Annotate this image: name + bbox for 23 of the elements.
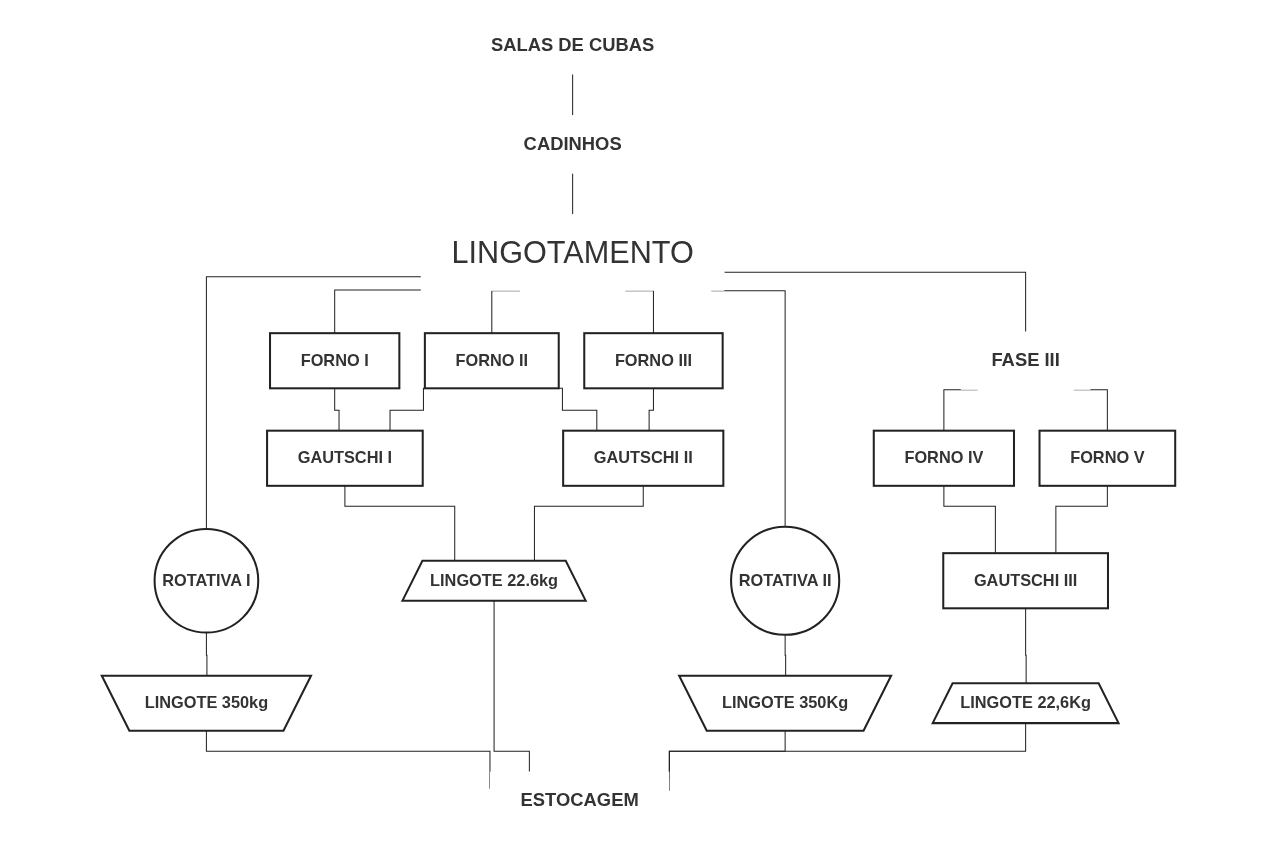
connector <box>943 485 996 554</box>
node-box: FORNO III <box>583 332 724 390</box>
node-box: GAUTSCHI II <box>562 429 725 487</box>
node-text: CADINHOS <box>523 133 622 154</box>
node-circle: ROTATIVA II <box>730 525 841 636</box>
connector <box>334 289 422 334</box>
node-box: FORNO I <box>269 332 401 390</box>
connector <box>493 600 530 773</box>
node-box: FORNO IV <box>872 429 1015 487</box>
node-text: SALAS DE CUBAS <box>490 34 655 55</box>
node-text: FASE III <box>991 350 1060 371</box>
node-text: ESTOCAGEM <box>520 790 639 811</box>
connector <box>723 271 1027 333</box>
node-circle: ROTATIVA I <box>153 527 260 634</box>
node-box: FORNO V <box>1038 429 1177 487</box>
connector <box>205 276 422 530</box>
node-text: LINGOTAMENTO <box>451 235 694 270</box>
connector <box>572 73 574 116</box>
connector <box>1055 485 1108 554</box>
node-box: FORNO II <box>423 332 560 390</box>
node-box: GAUTSCHI I <box>266 429 424 487</box>
node-box: GAUTSCHI III <box>942 552 1109 610</box>
connector <box>572 172 574 215</box>
